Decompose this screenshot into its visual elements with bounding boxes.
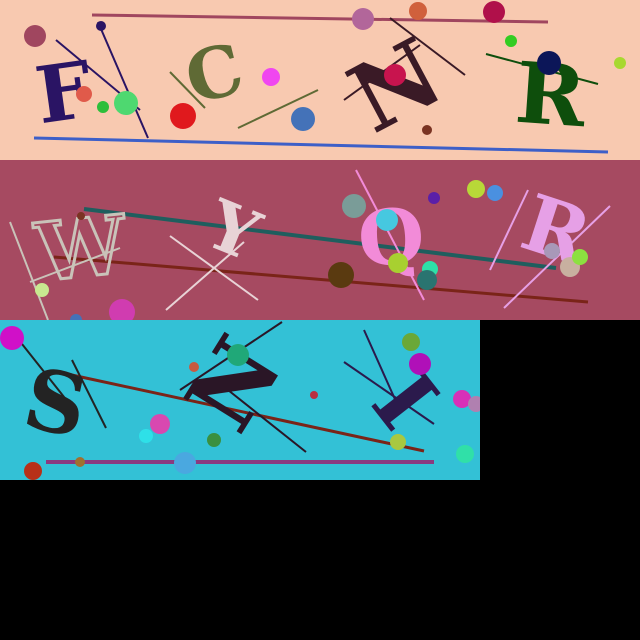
noise-line: [29, 247, 121, 283]
noise-line: [9, 221, 49, 320]
noise-dot: [150, 414, 170, 434]
noise-dot: [402, 333, 420, 351]
noise-dot: [614, 57, 626, 69]
noise-line: [343, 361, 435, 425]
noise-dot: [505, 35, 517, 47]
noise-dot: [97, 101, 109, 113]
noise-dot: [468, 396, 480, 412]
noise-dot: [139, 429, 153, 443]
captcha-canvas-3: S N I: [0, 320, 480, 480]
noise-dot: [227, 344, 249, 366]
noise-dot: [76, 86, 92, 102]
noise-dot: [422, 125, 432, 135]
noise-dot: [572, 249, 588, 265]
noise-dot: [409, 2, 427, 20]
noise-line: [165, 241, 245, 311]
noise-dot: [0, 326, 24, 350]
noise-line: [363, 329, 399, 407]
noise-dot: [453, 390, 471, 408]
noise-dot: [310, 391, 318, 399]
noise-dot: [189, 362, 199, 372]
noise-line: [91, 13, 549, 24]
noise-dot: [24, 25, 46, 47]
noise-dot: [388, 253, 408, 273]
noise-dot: [75, 457, 85, 467]
noise-dot: [409, 353, 431, 375]
panel-background: [0, 0, 640, 160]
noise-line: [83, 207, 557, 270]
noise-dot: [170, 103, 196, 129]
noise-dot: [35, 283, 49, 297]
noise-dot: [428, 192, 440, 204]
noise-dot: [96, 21, 106, 31]
captcha-canvas-1: F C N R: [0, 0, 640, 160]
captcha-panel-2: W Y Q R: [0, 160, 640, 320]
noise-line: [489, 189, 529, 271]
noise-dot: [77, 212, 85, 220]
noise-line: [227, 389, 307, 453]
noise-line: [53, 255, 589, 304]
noise-dot: [262, 68, 280, 86]
noise-dot: [114, 91, 138, 115]
noise-dot: [70, 314, 82, 320]
noise-dot: [24, 462, 42, 480]
noise-line: [21, 343, 69, 403]
noise-dot: [328, 262, 354, 288]
noise-dot: [207, 433, 221, 447]
noise-dot: [537, 51, 561, 75]
noise-dot: [174, 452, 196, 474]
noise-dot: [417, 270, 437, 290]
noise-line: [33, 136, 609, 154]
captcha-panel-1: F C N R: [0, 0, 640, 160]
noise-dot: [487, 185, 503, 201]
noise-dot: [376, 209, 398, 231]
noise-dot: [384, 64, 406, 86]
noise-dot: [291, 107, 315, 131]
noise-line: [97, 21, 149, 139]
noise-dot: [467, 180, 485, 198]
noise-line: [343, 44, 421, 101]
noise-line: [389, 17, 466, 76]
noise-line: [169, 71, 206, 109]
noise-line: [57, 370, 425, 453]
noise-line: [237, 89, 319, 129]
noise-dot: [456, 445, 474, 463]
noise-line: [71, 359, 107, 429]
noise-dot: [342, 194, 366, 218]
captcha-panel-3: S N I: [0, 320, 480, 480]
noise-dot: [352, 8, 374, 30]
noise-dot: [109, 299, 135, 320]
noise-line: [355, 169, 425, 301]
noise-dot: [390, 434, 406, 450]
noise-dot: [544, 243, 560, 259]
noise-dot: [483, 1, 505, 23]
captcha-canvas-2: W Y Q R: [0, 160, 640, 320]
